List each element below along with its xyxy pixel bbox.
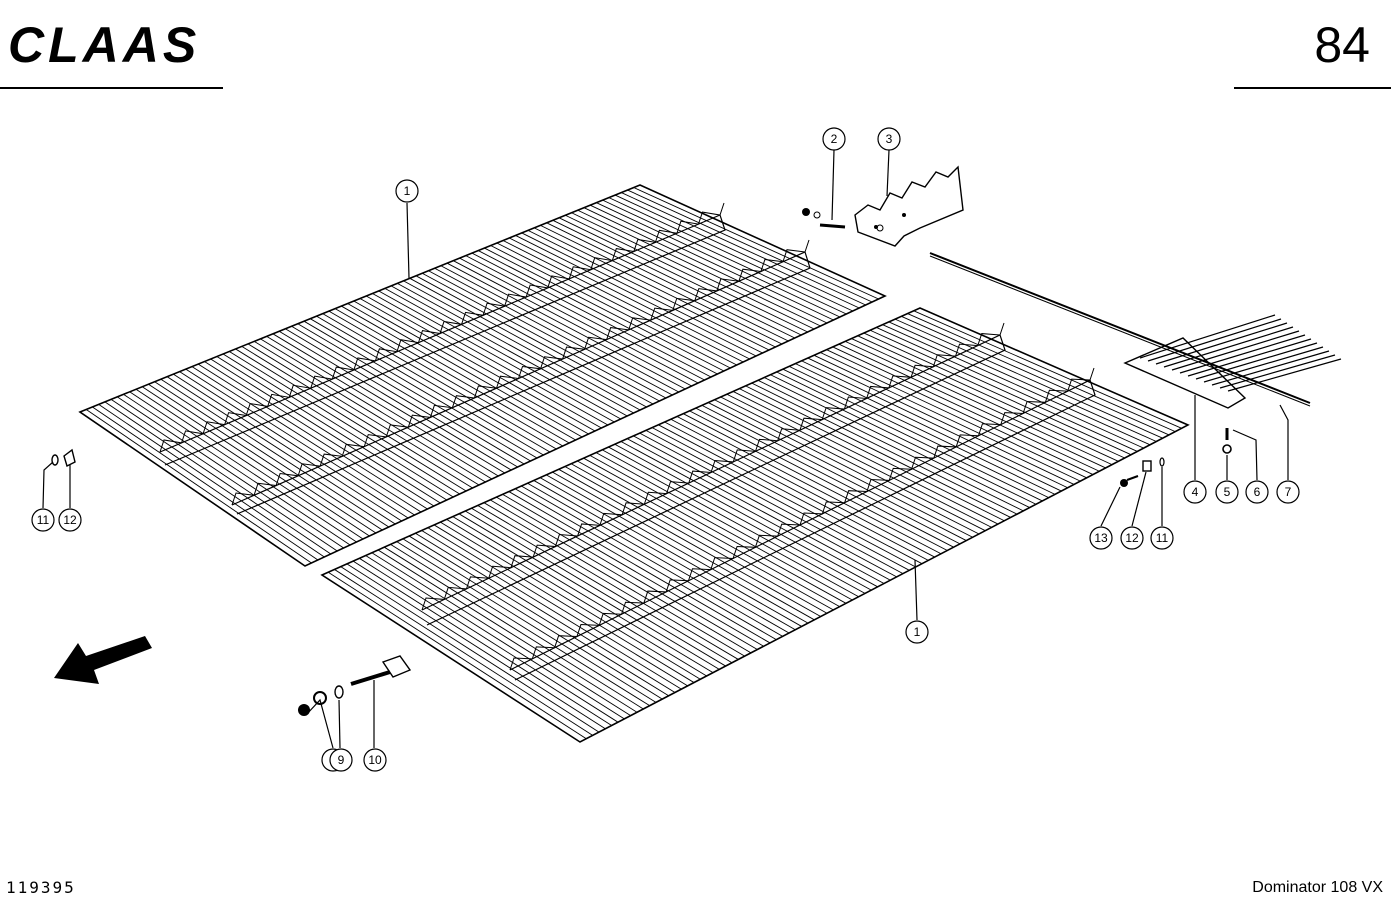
leader-lines [42, 149, 1289, 749]
svg-text:1: 1 [404, 184, 411, 198]
fastener-11-12-13-right [1120, 457, 1165, 487]
callout-1: 1 [395, 179, 419, 203]
svg-text:6: 6 [1254, 485, 1261, 499]
callout-6: 6 [1245, 480, 1269, 504]
hook-bolt-part-10 [298, 655, 412, 716]
callout-9: 9 [329, 748, 353, 772]
svg-text:1: 1 [914, 625, 921, 639]
fastener-11-12-left [51, 448, 76, 467]
callout-4: 4 [1183, 480, 1207, 504]
svg-text:2: 2 [831, 132, 838, 146]
svg-text:12: 12 [1125, 531, 1139, 545]
sieve-panel-lower [320, 307, 1190, 743]
sieve-panel-upper [78, 184, 887, 567]
svg-text:12: 12 [63, 513, 77, 527]
document-number: 119395 [6, 878, 76, 897]
callout-2: 2 [822, 127, 846, 151]
callout-11: 11 [31, 508, 55, 532]
rod-part-7 [929, 252, 1311, 407]
callout-12: 12 [1120, 526, 1144, 550]
svg-text:7: 7 [1285, 485, 1292, 499]
page-number: 84 [1314, 17, 1370, 73]
callout-1: 1 [905, 620, 929, 644]
svg-text:9: 9 [338, 753, 345, 767]
finger-comb-part-4 [1123, 314, 1342, 409]
callout-group: 1 1 2 3 4 5 6 7 8 9 10 11 12 13 12 11 [31, 127, 1300, 772]
svg-text:5: 5 [1224, 485, 1231, 499]
callout-11: 11 [1150, 526, 1174, 550]
toothed-strip-part-3 [854, 165, 964, 247]
svg-text:3: 3 [886, 132, 893, 146]
svg-text:11: 11 [1156, 531, 1169, 545]
rail-teeth [159, 202, 1095, 671]
callout-3: 3 [877, 127, 901, 151]
direction-arrow-icon [54, 636, 152, 684]
svg-text:11: 11 [37, 513, 50, 527]
svg-text:4: 4 [1192, 485, 1199, 499]
brand-logo: CLAAS [8, 17, 200, 73]
svg-text:13: 13 [1094, 531, 1108, 545]
callout-12: 12 [58, 508, 82, 532]
callout-5: 5 [1215, 480, 1239, 504]
callout-13: 13 [1089, 526, 1113, 550]
tooth-rail [421, 334, 1006, 626]
callout-10: 10 [363, 748, 387, 772]
screw-part-6 [1222, 428, 1232, 454]
callout-7: 7 [1276, 480, 1300, 504]
svg-text:10: 10 [368, 753, 382, 767]
model-name: Dominator 108 VX [1252, 879, 1383, 896]
bolt-part-2 [802, 208, 846, 229]
